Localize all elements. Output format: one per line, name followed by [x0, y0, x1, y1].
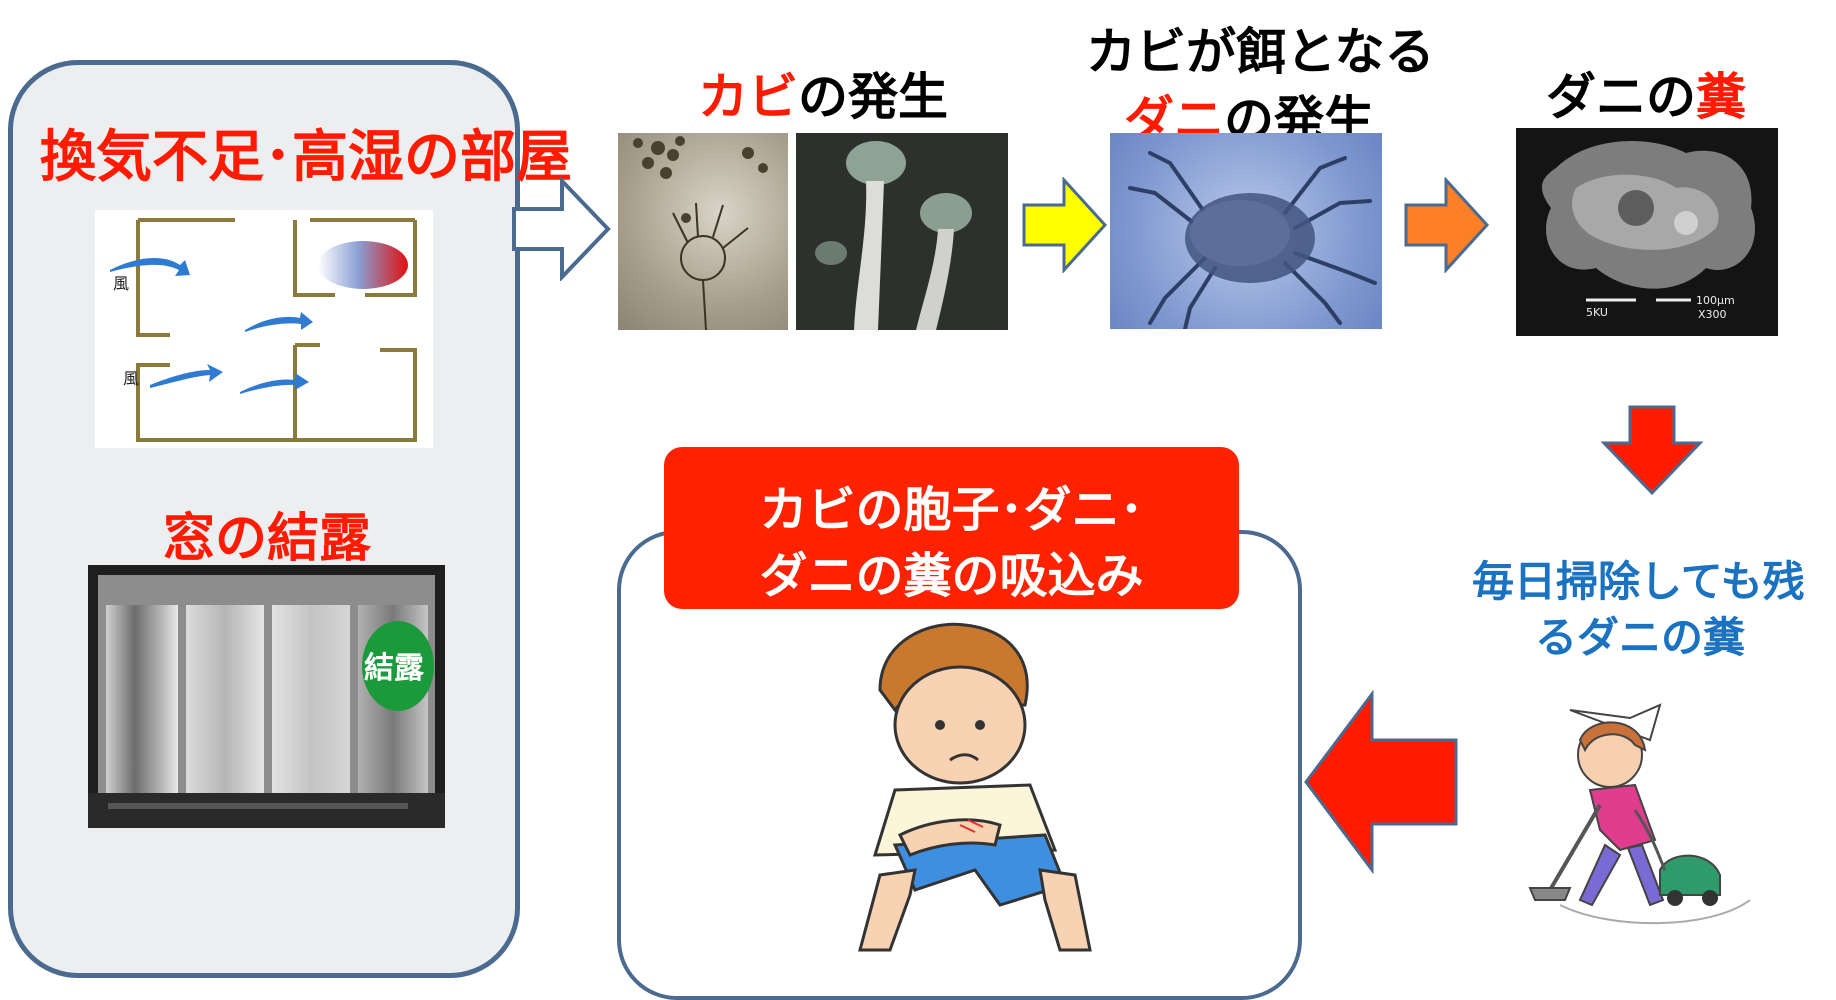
itching-boy-illustration: [858, 622, 1092, 952]
wind-label-1: 風: [113, 274, 130, 293]
mold-title-red: カビ: [698, 68, 798, 126]
mold-micro-photo: [618, 133, 788, 330]
condensation-badge: 結露: [364, 651, 424, 686]
cause-title: 換気不足･高湿の部屋: [40, 125, 572, 190]
arrow-to-result-icon: [1304, 690, 1458, 874]
result-banner: [664, 447, 1239, 609]
arrow-to-mold-icon: [512, 177, 611, 281]
mold-colony-photo: [796, 133, 1008, 330]
window-condensation-photo: 結露: [88, 565, 445, 828]
arrow-down-icon: [1600, 405, 1704, 496]
floor-plan-image: 風 風: [95, 210, 433, 448]
result-line2: ダニの糞の吸込み: [759, 548, 1144, 604]
scale-label-left: 5KU: [1586, 306, 1608, 319]
scale-label-right: 100μm: [1696, 294, 1735, 307]
cleaning-note-line2: るダニの糞: [1535, 613, 1746, 662]
wind-label-2: 風: [123, 369, 140, 388]
scale-label-bottom: X300: [1698, 308, 1727, 321]
feces-title-red: 糞: [1696, 68, 1746, 126]
window-condensation-title: 窓の結露: [163, 509, 372, 569]
arrow-to-mite-icon: [1022, 177, 1108, 273]
feces-sem-photo: 5KU 100μm X300: [1516, 128, 1778, 336]
mite-title-line1: カビが餌となる: [1086, 23, 1435, 81]
feces-title: ダニの糞: [1546, 57, 1746, 129]
mite-photo: [1110, 133, 1382, 329]
mold-title-black: の発生: [798, 68, 948, 126]
arrow-to-feces-icon: [1404, 177, 1490, 273]
cleaning-note-line1: 毎日掃除しても残: [1472, 557, 1805, 606]
vacuuming-woman-illustration: [1528, 703, 1751, 925]
feces-title-black: ダニの: [1546, 68, 1696, 126]
result-line1: カビの胞子･ダニ･: [759, 482, 1144, 538]
mold-title: カビの発生: [698, 57, 948, 129]
